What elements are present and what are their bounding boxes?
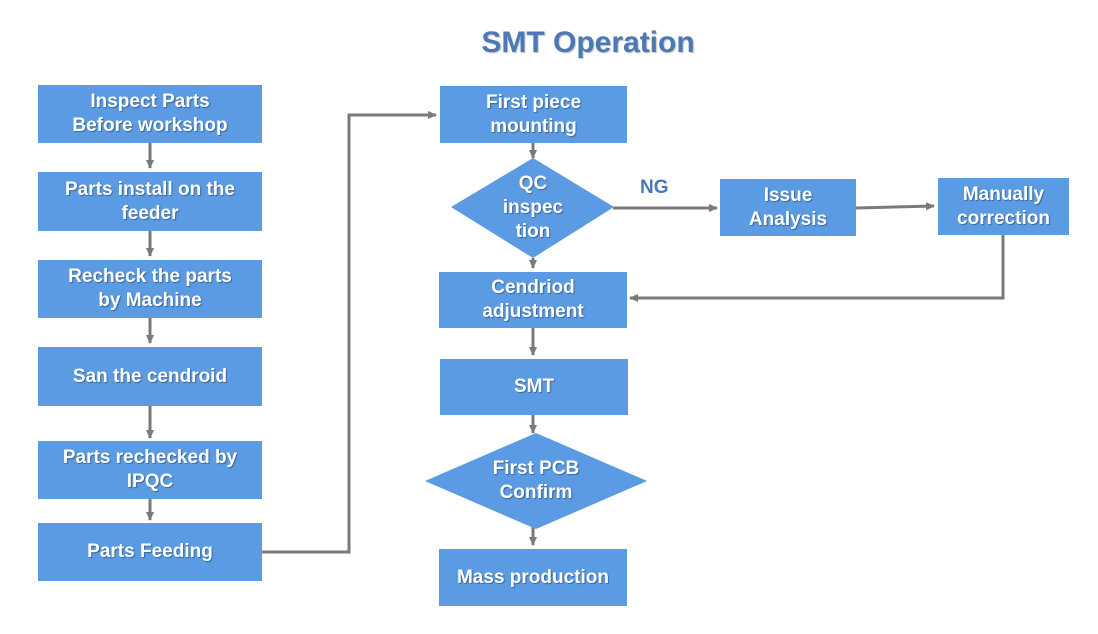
ng-label: NG: [640, 177, 669, 198]
qc-inspection-label: QC inspec tion: [502, 173, 564, 242]
parts-feeding-box: Parts Feeding: [38, 523, 262, 581]
manual-correction-box: Manually correction: [938, 178, 1069, 235]
issue-analysis-box: Issue Analysis: [720, 179, 856, 236]
arrow-manual-to-cendriod: [629, 235, 1005, 302]
inspect-parts-box: Inspect Parts Before workshop: [38, 85, 262, 143]
recheck-machine-box: Recheck the parts by Machine: [38, 260, 262, 318]
qc-inspection-diamond: [451, 158, 614, 258]
scan-cendroid-box: San the cendroid: [38, 347, 262, 406]
first-pcb-confirm-diamond: [425, 433, 647, 529]
first-pcb-confirm-label: First PCB Confirm: [492, 458, 580, 503]
arrow-feeding-to-first-piece: [262, 111, 437, 554]
cendriod-adjustment-box: Cendriod adjustment: [439, 272, 627, 328]
page-title: SMT Operation: [481, 26, 695, 59]
rechecked-ipqc-box: Parts rechecked by IPQC: [38, 441, 262, 499]
first-piece-mounting-box: First piece mounting: [440, 86, 627, 143]
mass-production-box: Mass production: [439, 549, 627, 606]
arrow-issue-to-manual: [855, 202, 935, 211]
smt-box: SMT: [440, 359, 628, 415]
parts-install-box: Parts install on the feeder: [38, 172, 262, 231]
